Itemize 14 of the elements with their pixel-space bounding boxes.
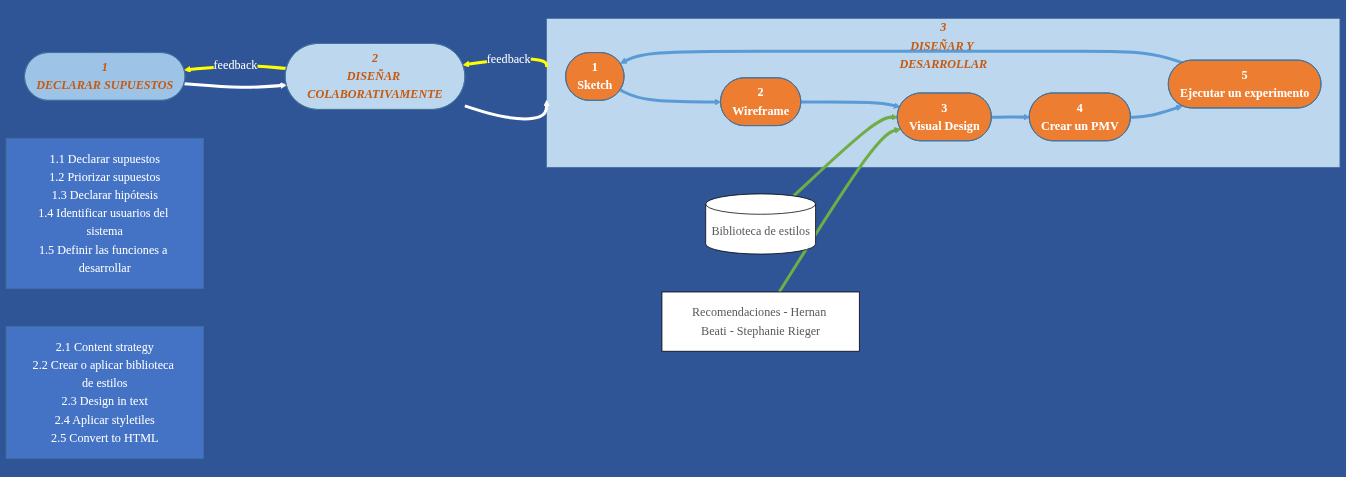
arrow <box>777 127 902 293</box>
arrow <box>184 82 287 89</box>
arrow <box>792 113 898 198</box>
node-box: Recomendaciones - Hernan Beati - Stephanie Rieger <box>661 291 860 352</box>
arrow <box>1130 104 1183 119</box>
edge-label: feedback <box>213 58 258 72</box>
arrow <box>801 100 901 109</box>
arrow <box>619 88 722 106</box>
node-box: 2.1 Content strategy 2.2 Crear o aplicar biblioteca de estilos 2.3 Design in text 2.4 Aplicar styletiles 2.5 Convert to HTML <box>5 326 204 459</box>
arrow <box>620 49 1183 65</box>
edge-label: feedback <box>486 51 531 65</box>
arrow <box>991 113 1030 121</box>
node-box: 1.1 Declarar supuestos 1.2 Priorizar supuestos 1.3 Declarar hipótesis 1.4 Identificar usuarios del sistema 1.5 Definir las funciones a desarrollar <box>5 137 204 289</box>
arrow <box>464 100 550 121</box>
